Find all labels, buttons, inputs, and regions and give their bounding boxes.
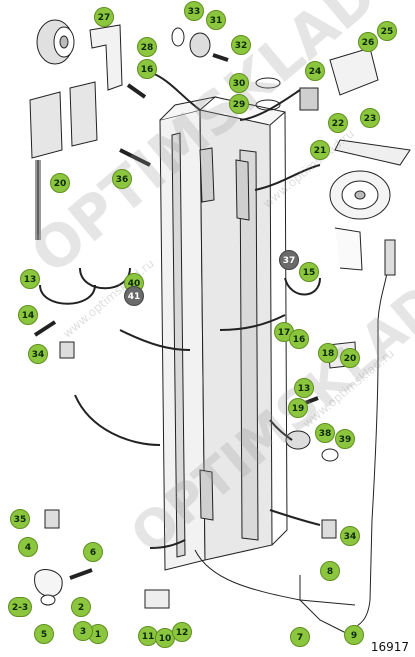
callout-35[interactable]: 35 [10,509,30,529]
callout-13-right[interactable]: 13 [294,378,314,398]
callout-5[interactable]: 5 [34,624,54,644]
callout-30[interactable]: 30 [229,73,249,93]
callout-16[interactable]: 16 [137,59,157,79]
callout-19[interactable]: 19 [288,398,308,418]
callout-13[interactable]: 13 [20,269,40,289]
callout-32[interactable]: 32 [231,35,251,55]
callout-2-3[interactable]: 2-3 [8,597,32,617]
callout-4[interactable]: 4 [18,537,38,557]
callout-23[interactable]: 23 [360,108,380,128]
callout-26[interactable]: 26 [358,32,378,52]
callout-9[interactable]: 9 [344,625,364,645]
callout-39[interactable]: 39 [335,429,355,449]
callout-8[interactable]: 8 [320,561,340,581]
callout-2[interactable]: 2 [71,597,91,617]
callout-27[interactable]: 27 [94,7,114,27]
callout-18[interactable]: 18 [318,343,338,363]
callout-15[interactable]: 15 [299,262,319,282]
callout-38[interactable]: 38 [315,423,335,443]
callout-33[interactable]: 33 [184,1,204,21]
callout-41[interactable]: 41 [124,286,144,306]
callout-29[interactable]: 29 [229,94,249,114]
callout-37[interactable]: 37 [279,250,299,270]
callout-7[interactable]: 7 [290,627,310,647]
callout-20[interactable]: 20 [50,173,70,193]
callout-16-lower[interactable]: 16 [289,329,309,349]
callout-3[interactable]: 3 [73,621,93,641]
callout-25[interactable]: 25 [377,21,397,41]
callout-21[interactable]: 21 [310,140,330,160]
callout-36[interactable]: 36 [112,169,132,189]
document-number: 16917 [370,640,409,654]
callout-28[interactable]: 28 [137,37,157,57]
callout-1[interactable]: 1 [88,624,108,644]
callout-34-right[interactable]: 34 [340,526,360,546]
callout-12[interactable]: 12 [172,622,192,642]
callout-20-right[interactable]: 20 [340,348,360,368]
callout-31[interactable]: 31 [206,10,226,30]
callout-34[interactable]: 34 [28,344,48,364]
callout-22[interactable]: 22 [328,113,348,133]
callout-24[interactable]: 24 [305,61,325,81]
callout-6[interactable]: 6 [83,542,103,562]
callout-14[interactable]: 14 [18,305,38,325]
